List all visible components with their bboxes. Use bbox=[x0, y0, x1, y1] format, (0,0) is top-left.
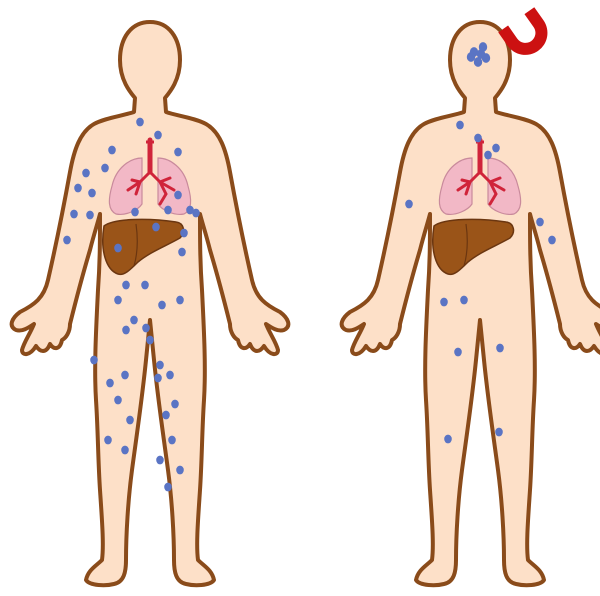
particle-dot bbox=[130, 316, 138, 325]
particle-dot bbox=[152, 223, 160, 232]
particle-dot bbox=[114, 296, 122, 305]
particle-dot bbox=[146, 336, 154, 345]
particle-dot bbox=[192, 209, 200, 218]
left-body-figure bbox=[12, 22, 289, 585]
particle-dot bbox=[114, 396, 122, 405]
particle-dot bbox=[162, 411, 170, 420]
particle-dot bbox=[484, 151, 492, 160]
particle-dot bbox=[74, 184, 82, 193]
particle-dot bbox=[86, 211, 94, 220]
particle-dot bbox=[63, 236, 71, 245]
left-body-silhouette bbox=[12, 22, 289, 585]
particle-dot bbox=[90, 356, 98, 365]
particle-dot bbox=[474, 134, 482, 143]
particle-dot bbox=[126, 416, 134, 425]
particle-dot bbox=[440, 298, 448, 307]
particle-dot bbox=[122, 326, 130, 335]
particle-dot bbox=[460, 296, 468, 305]
particle-dot bbox=[456, 121, 464, 130]
particle-dot bbox=[496, 344, 504, 353]
particle-dot bbox=[454, 348, 462, 357]
particle-dot bbox=[176, 466, 184, 475]
particle-dot bbox=[158, 301, 166, 310]
particle-dot bbox=[101, 164, 109, 173]
particle-dot bbox=[108, 146, 116, 155]
particle-dot bbox=[154, 131, 162, 140]
particle-dot bbox=[444, 435, 452, 444]
particle-dot bbox=[141, 281, 149, 290]
particle-dot bbox=[180, 229, 188, 238]
particle-dot bbox=[156, 456, 164, 465]
particle-dot bbox=[164, 483, 172, 492]
particle-dot bbox=[104, 436, 112, 445]
particle-dot bbox=[168, 436, 176, 445]
particle-dot bbox=[136, 118, 144, 127]
particle-dot bbox=[174, 148, 182, 157]
particle-dot bbox=[154, 374, 162, 383]
particle-dot bbox=[548, 236, 556, 245]
particle-dot bbox=[176, 296, 184, 305]
particle-dot bbox=[88, 189, 96, 198]
brain-particle-dot bbox=[467, 52, 475, 62]
particle-dot bbox=[122, 281, 130, 290]
particle-dot bbox=[174, 191, 182, 200]
particle-dot bbox=[536, 218, 544, 227]
particle-dot bbox=[131, 208, 139, 217]
particle-dot bbox=[495, 428, 503, 437]
particle-dot bbox=[164, 206, 172, 215]
particle-dot bbox=[492, 144, 500, 153]
particle-dot bbox=[70, 210, 78, 219]
particle-dot bbox=[114, 244, 122, 253]
particle-dot bbox=[166, 371, 174, 380]
particle-dot bbox=[82, 169, 90, 178]
particle-dot bbox=[142, 324, 150, 333]
brain-particle-dot bbox=[477, 49, 485, 59]
particle-dot bbox=[106, 379, 114, 388]
particle-dot bbox=[171, 400, 179, 409]
right-body-silhouette bbox=[342, 22, 600, 585]
particle-dot bbox=[121, 371, 129, 380]
particle-dot bbox=[156, 361, 164, 370]
particle-dot bbox=[405, 200, 413, 209]
right-body-figure bbox=[342, 22, 600, 585]
particle-dot bbox=[178, 248, 186, 257]
particle-dot bbox=[121, 446, 129, 455]
